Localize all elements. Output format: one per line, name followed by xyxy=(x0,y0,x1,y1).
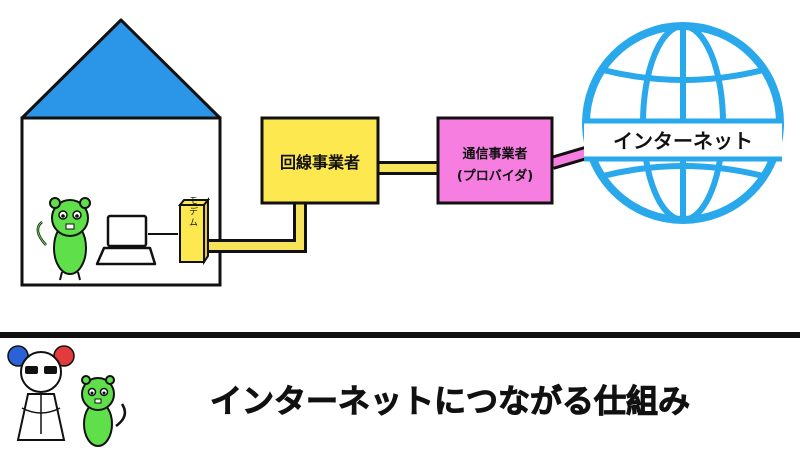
globe-icon: インターネット xyxy=(582,22,784,224)
caption-title: インターネットにつながる仕組み xyxy=(210,382,690,420)
provider-label-line1: 通信事業者 xyxy=(462,146,527,162)
panda-character xyxy=(7,345,75,441)
mascot-character xyxy=(36,197,91,281)
laptop-icon xyxy=(95,214,157,266)
divider-line xyxy=(0,332,800,338)
carrier-label: 回線事業者 xyxy=(280,153,360,172)
provider-box: 通信事業者 (プロバイダ) xyxy=(436,116,554,205)
mascot-character-2 xyxy=(81,375,127,447)
house-roof xyxy=(20,18,222,120)
carrier-box: 回線事業者 xyxy=(260,116,380,205)
modem-label: モデム xyxy=(187,196,198,229)
provider-label-line2: (プロバイダ) xyxy=(457,168,533,184)
internet-label: インターネット xyxy=(613,129,753,153)
modem-device: モデム xyxy=(177,196,211,266)
